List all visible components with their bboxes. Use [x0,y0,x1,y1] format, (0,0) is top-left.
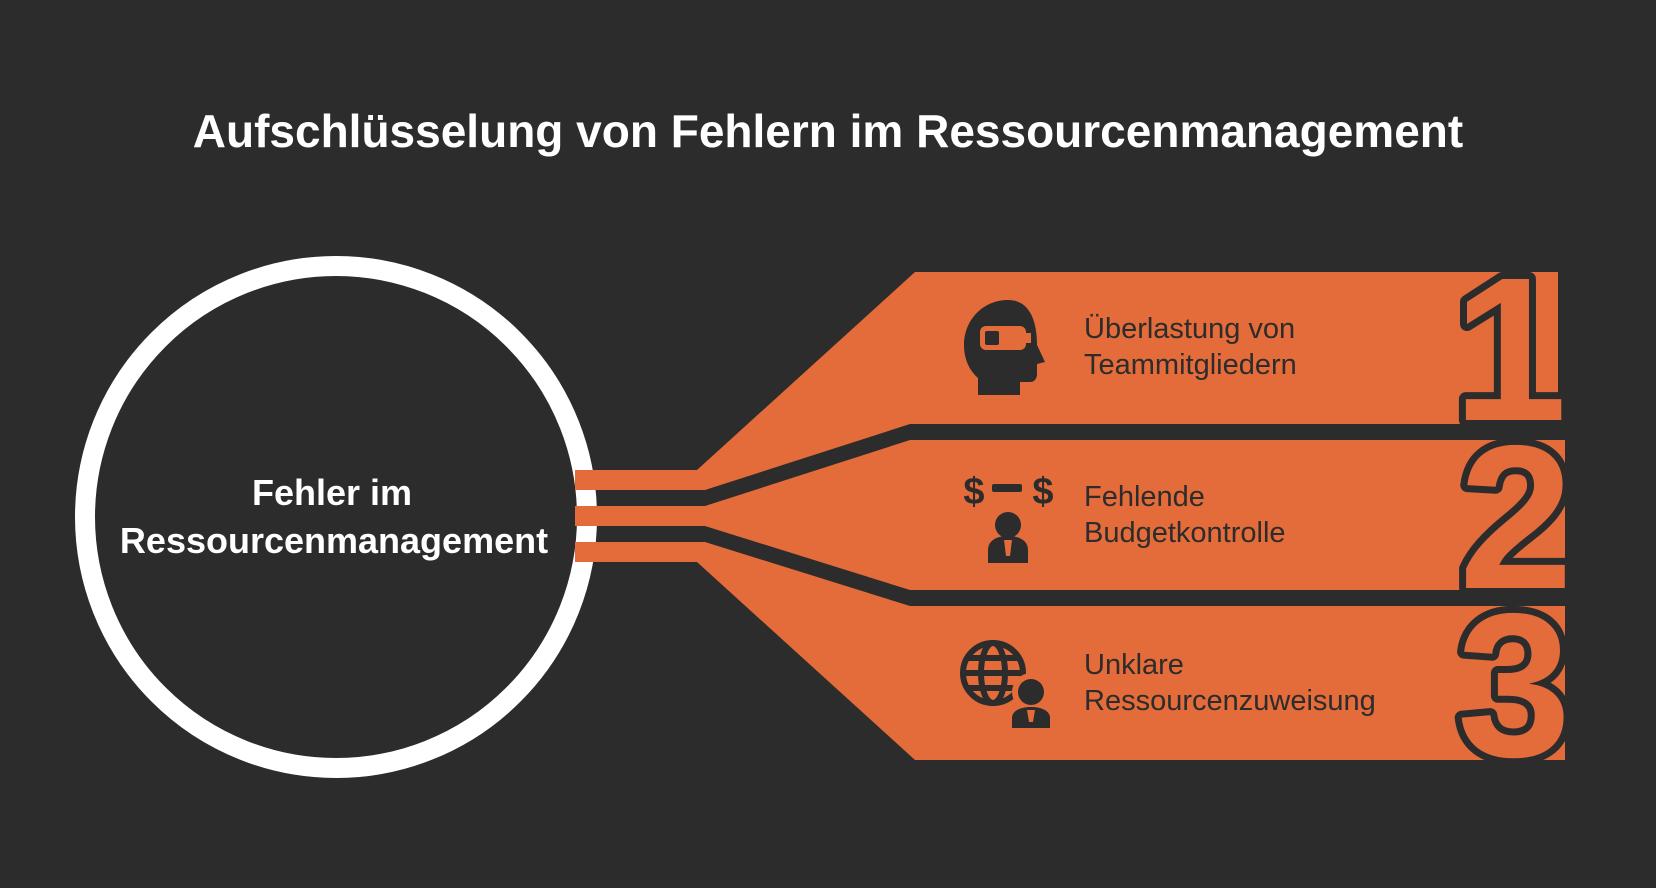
step-number-3: 3 [1457,571,1571,800]
item-2-label-line1: Fehlende [1084,481,1205,513]
funnel-bands [575,272,1565,760]
globe-person-icon [960,640,1056,730]
step-number-1: 1 [1453,235,1567,464]
svg-text:$: $ [1032,471,1053,513]
overloaded-head-icon [964,300,1045,395]
item-3-label-line2: Ressourcenzuweisung [1084,685,1376,717]
item-labels: Überlastung von Teammitgliedern Fehlende… [1084,313,1376,717]
svg-text:$: $ [963,471,984,513]
band-3 [575,542,1565,760]
diagram-title: Aufschlüsselung von Fehlern im Ressource… [193,105,1463,157]
connector-stub-3 [575,542,605,562]
step-number-2: 2 [1459,403,1573,632]
item-1-label-line2: Teammitgliedern [1084,349,1297,381]
item-3-label-line1: Unklare [1084,649,1184,681]
center-label-line1: Fehler im [252,472,412,513]
step-numbers: 1 2 3 [1446,228,1580,807]
connector-stub-1 [575,470,605,490]
item-2-label-line2: Budgetkontrolle [1084,517,1286,549]
connector-stub-2 [575,506,605,526]
item-1-label-line1: Überlastung von [1084,313,1295,345]
band-1 [575,272,1558,490]
budget-person-icon: $ $ [963,471,1054,563]
center-ring [75,256,597,778]
connector-stubs [575,470,605,562]
center-label-line2: Ressourcenmanagement [120,520,548,561]
band-2 [575,440,1565,590]
